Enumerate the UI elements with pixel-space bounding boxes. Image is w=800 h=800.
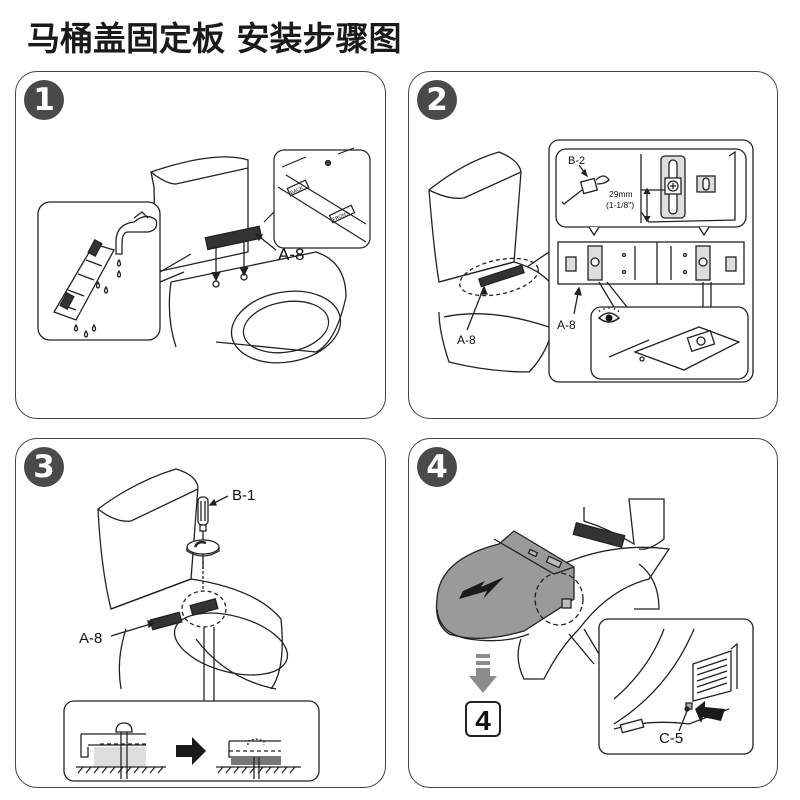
measure-mm: 29mm	[609, 189, 633, 199]
measure-inch: (1-1/8")	[606, 200, 634, 210]
tool-label-b1: B-1	[232, 487, 255, 504]
step-badge: 4	[417, 447, 457, 487]
push-arrow-icon	[695, 701, 725, 723]
toilet-seat-opening	[230, 290, 342, 364]
toilet-bowl	[517, 546, 671, 680]
page-title: 马桶盖固定板 安装步骤图	[27, 19, 402, 58]
step-4-illustration: 4 C-5	[435, 498, 754, 755]
rotate-arrow-icon	[186, 539, 220, 557]
part-label-a8: A-8	[79, 630, 102, 647]
toilet-seat	[435, 530, 575, 639]
faucet-icon	[115, 215, 158, 255]
tape-measure-icon	[561, 175, 610, 205]
screw-icon	[667, 180, 679, 192]
inset-wash-plate	[37, 201, 192, 341]
slide-arrow-icon	[459, 577, 504, 599]
vent-grille-icon	[692, 650, 732, 702]
part-label-a8-left: A-8	[457, 333, 476, 347]
tool-label-b2: B-2	[568, 155, 585, 167]
part-label-a8-right: A-8	[557, 318, 576, 332]
toilet-tank	[150, 156, 249, 273]
mounting-plate	[204, 225, 263, 251]
down-arrow-icon	[469, 654, 497, 693]
toilet-bowl	[168, 251, 347, 353]
step-1-illustration: A-8	[37, 147, 371, 364]
step-badge: 2	[417, 80, 457, 120]
screwdriver-icon	[197, 496, 209, 569]
inset-back-front	[263, 147, 371, 249]
inset-measurement	[555, 148, 747, 228]
dashed-highlight	[459, 257, 539, 297]
next-step-number: 4	[475, 705, 491, 736]
step-badge: 3	[24, 447, 64, 487]
mounting-plate	[557, 241, 745, 285]
toilet-tank	[428, 151, 522, 283]
water-drop-icon	[116, 258, 122, 267]
right-arrow-icon	[176, 737, 206, 765]
step-2-panel: A-8	[408, 71, 778, 419]
back-label: BACK	[289, 185, 304, 196]
step-3-panel: B-1 A-8 3	[15, 438, 386, 788]
toilet-seat-opening	[173, 612, 289, 676]
step-1-panel: A-8	[15, 71, 386, 419]
toilet-tank	[97, 468, 199, 610]
step-4-panel: 4 C-5 4	[408, 438, 778, 788]
step-badge: 1	[24, 80, 64, 120]
toilet-bowl	[110, 578, 283, 690]
part-label-a8: A-8	[278, 245, 304, 264]
eye-icon	[597, 307, 621, 323]
part-label-c5: C-5	[659, 730, 683, 747]
next-step-box	[465, 701, 501, 737]
step-2-illustration: A-8	[428, 139, 754, 383]
step-3-illustration: B-1 A-8	[63, 468, 320, 782]
dashed-highlight	[534, 572, 584, 626]
